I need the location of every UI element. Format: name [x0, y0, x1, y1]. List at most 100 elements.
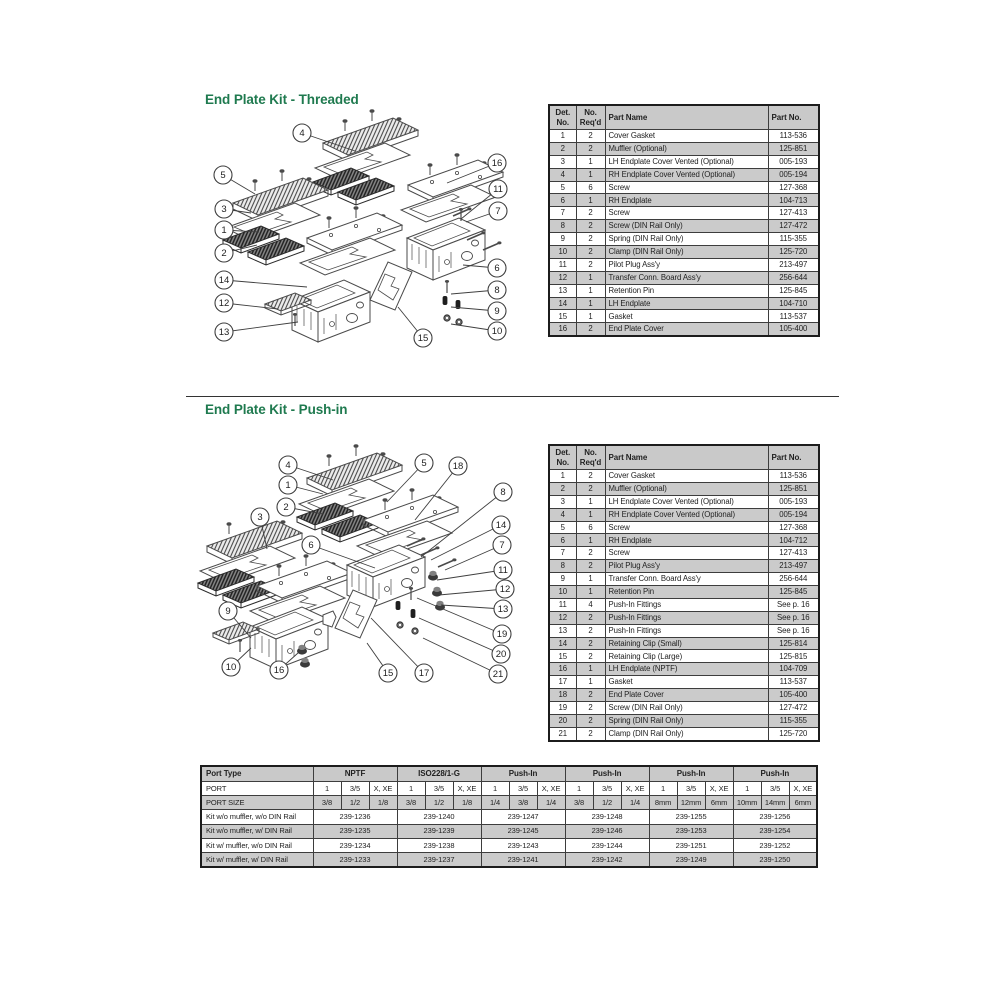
- callout-circle: [214, 243, 234, 263]
- callout-number: 2: [283, 502, 288, 513]
- req-cell: 1: [575, 507, 606, 522]
- kit-number-cell: 239-1247: [480, 809, 566, 825]
- det-no-cell: 3: [548, 154, 577, 169]
- spring-shape: [410, 609, 416, 618]
- part-name-cell: Clamp (DIN Rail Only): [604, 245, 769, 259]
- req-cell: 1: [575, 270, 606, 285]
- det-no-cell: 3: [548, 494, 577, 509]
- col-header-name: Part Name: [604, 104, 769, 130]
- leader-line: [416, 597, 503, 635]
- spring-shape: [395, 601, 401, 610]
- req-cell: 1: [575, 154, 606, 169]
- callout-circle: [488, 179, 508, 199]
- kit-number-cell: 239-1249: [648, 851, 734, 868]
- det-no-cell: 7: [548, 206, 577, 221]
- port-group-header: Push-In: [564, 765, 650, 782]
- callout-number: 11: [493, 184, 503, 195]
- callout-circle: [493, 599, 513, 619]
- callout-circle: [487, 301, 507, 321]
- det-no-cell: 2: [548, 141, 577, 156]
- callout-circle: [493, 560, 513, 580]
- det-no-cell: 4: [548, 167, 577, 182]
- part-no-cell: 125-815: [767, 649, 820, 664]
- callout-circle: [491, 644, 511, 664]
- section-title-threaded: End Plate Kit - Threaded: [205, 92, 359, 107]
- part-no-cell: 256-644: [767, 270, 820, 285]
- row-label-cell: PORT SIZE: [200, 795, 314, 811]
- callout-circle: [214, 270, 234, 290]
- callout-7: 7: [444, 535, 512, 571]
- det-no-cell: 6: [548, 533, 577, 548]
- row-label-cell: PORT: [200, 780, 314, 797]
- part-name-cell: Spring (DIN Rail Only): [604, 713, 769, 728]
- part-no-cell: 127-413: [767, 546, 820, 561]
- req-cell: 2: [575, 636, 606, 651]
- part-no-cell: 125-845: [767, 585, 820, 599]
- callout-number: 17: [419, 668, 430, 679]
- callout-10: 10: [221, 647, 252, 677]
- port-type-header: Port Type: [200, 765, 314, 782]
- kit-number-cell: 239-1250: [732, 851, 818, 868]
- det-no-cell: 13: [548, 283, 577, 298]
- req-cell: 1: [575, 193, 606, 208]
- part-no-cell: 127-368: [767, 180, 820, 195]
- det-no-cell: 16: [548, 322, 577, 337]
- det-no-cell: 14: [548, 636, 577, 651]
- retaining-clip-shape: [420, 545, 441, 556]
- size-cell: 3/8: [312, 795, 342, 811]
- part-no-cell: 125-720: [767, 726, 820, 742]
- size-cell: 1/2: [340, 795, 370, 811]
- port-group-header: NPTF: [312, 765, 398, 782]
- part-name-cell: Retention Pin: [604, 283, 769, 298]
- callout-14: 14: [214, 270, 308, 290]
- port-cell: 1: [396, 780, 426, 797]
- port-group-header: Push-In: [732, 765, 818, 782]
- part-no-cell: 005-194: [767, 167, 820, 182]
- col-header-det: Det.No.: [548, 444, 577, 470]
- callout-circle: [269, 660, 289, 680]
- row-label-cell: Kit w/ muffler, w/ DIN Rail: [200, 851, 314, 868]
- det-no-cell: 12: [548, 270, 577, 285]
- req-cell: 2: [575, 623, 606, 638]
- leader-line: [430, 524, 502, 561]
- callout-circle: [214, 220, 234, 240]
- kit-number-cell: 239-1244: [564, 837, 650, 853]
- section-divider: [186, 396, 839, 397]
- leader-line: [223, 321, 299, 333]
- part-no-cell: 104-713: [767, 193, 820, 208]
- det-no-cell: 1: [548, 469, 577, 483]
- callout-number: 19: [497, 629, 508, 640]
- callout-number: 18: [453, 461, 464, 472]
- req-cell: 2: [575, 688, 606, 703]
- det-no-cell: 13: [548, 623, 577, 638]
- callout-number: 16: [274, 665, 285, 676]
- det-no-cell: 8: [548, 219, 577, 234]
- size-cell: 8mm: [648, 795, 678, 811]
- req-cell: 1: [575, 533, 606, 548]
- kit-number-cell: 239-1254: [732, 823, 818, 839]
- callout-circle: [301, 535, 321, 555]
- row-label-cell: Kit w/o muffler, w/o DIN Rail: [200, 809, 314, 825]
- callout-circle: [276, 497, 296, 517]
- callout-circle: [491, 515, 511, 535]
- part-no-cell: See p. 16: [767, 623, 820, 638]
- part-name-cell: Screw: [604, 520, 769, 535]
- callout-number: 3: [221, 204, 226, 215]
- lh-endplate-shape: [291, 279, 371, 343]
- col-header-det: Det.No.: [548, 104, 577, 130]
- port-cell: 1: [564, 780, 594, 797]
